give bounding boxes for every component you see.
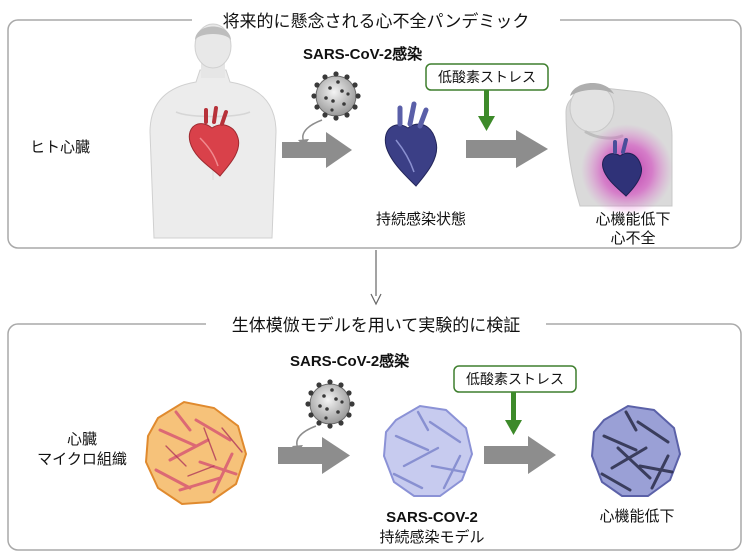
cardiac-microtissue-icon	[144, 400, 248, 506]
top-state-label: 持続感染状態	[376, 210, 466, 228]
bottom-flow-arrow-2	[484, 436, 556, 474]
infected-heart-icon	[384, 101, 438, 187]
bottom-label-line1: 心臓	[67, 430, 97, 448]
top-virus-label: SARS-CoV-2感染	[303, 45, 423, 63]
bottom-panel-title: 生体模倣モデルを用いて実験的に検証	[232, 315, 521, 336]
bottom-stress-label: 低酸素ストレス	[466, 372, 564, 388]
bottom-stress-arrow	[505, 392, 522, 435]
human-heart-icon	[188, 106, 240, 177]
top-panel-title: 将来的に懸念される心不全パンデミック	[223, 11, 530, 32]
top-label-human-heart: ヒト心臓	[30, 138, 90, 156]
reduced-function-tissue-icon	[590, 404, 682, 497]
top-flow-arrow-2	[466, 130, 548, 168]
bottom-label-line2: マイクロ組織	[37, 450, 127, 468]
top-stress-arrow	[478, 90, 495, 131]
top-title-backdrop	[192, 8, 560, 32]
panel-connector-arrow	[370, 250, 382, 306]
top-outcome-line2: 心不全	[610, 229, 655, 247]
bottom-outcome-label: 心機能低下	[599, 507, 674, 525]
top-outcome-line1: 心機能低下	[595, 210, 670, 228]
persistent-infection-tissue-icon	[382, 404, 474, 497]
bottom-model-line1: SARS-COV-2	[386, 509, 478, 526]
bottom-title-backdrop	[206, 312, 546, 336]
bottom-flow-arrow-1	[278, 437, 350, 474]
top-stress-label: 低酸素ストレス	[438, 70, 536, 86]
top-flow-arrow-1	[282, 132, 352, 168]
failing-heart-icon	[602, 138, 643, 197]
bottom-virus-label: SARS-CoV-2感染	[290, 352, 410, 370]
bottom-model-line2: 持続感染モデル	[379, 528, 484, 546]
